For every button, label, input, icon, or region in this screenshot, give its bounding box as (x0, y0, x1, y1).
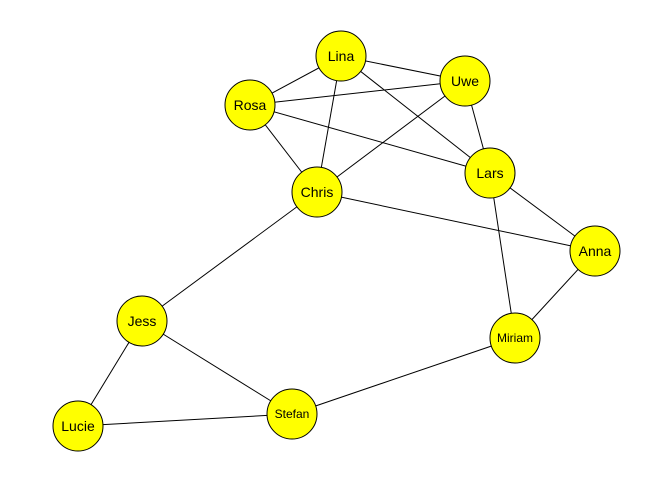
edge-lars-miriam (489, 172, 516, 339)
node-circle (266, 388, 318, 440)
edge-chris-anna (316, 191, 596, 252)
edges (77, 55, 596, 427)
node-rosa: Rosa (224, 79, 276, 131)
node-circle (116, 295, 168, 347)
node-jess: Jess (116, 295, 168, 347)
node-anna: Anna (569, 225, 621, 277)
edge-lucie-stefan (77, 413, 293, 427)
node-circle (569, 225, 621, 277)
edge-rosa-lars (249, 104, 491, 174)
node-circle (52, 400, 104, 452)
node-circle (464, 147, 516, 199)
node-label: Jess (128, 313, 157, 329)
node-label: Chris (301, 184, 334, 200)
node-label: Uwe (451, 73, 479, 89)
edge-stefan-miriam (291, 337, 516, 415)
node-label: Lucie (61, 418, 95, 434)
node-lars: Lars (464, 147, 516, 199)
node-label: Lina (328, 48, 355, 64)
node-circle (291, 166, 343, 218)
edge-jess-stefan (141, 320, 293, 415)
node-miriam: Miriam (489, 312, 541, 364)
node-circle (315, 30, 367, 82)
node-circle (224, 79, 276, 131)
node-label: Stefan (275, 407, 310, 421)
node-lucie: Lucie (52, 400, 104, 452)
node-label: Anna (579, 243, 612, 259)
node-label: Rosa (234, 97, 267, 113)
node-circle (439, 55, 491, 107)
node-chris: Chris (291, 166, 343, 218)
edge-rosa-uwe (249, 80, 466, 106)
node-uwe: Uwe (439, 55, 491, 107)
edge-uwe-chris (316, 80, 466, 193)
node-label: Miriam (497, 331, 533, 345)
node-label: Lars (476, 165, 503, 181)
edge-chris-jess (141, 191, 318, 322)
node-lina: Lina (315, 30, 367, 82)
edge-lina-lars (340, 55, 491, 174)
node-stefan: Stefan (266, 388, 318, 440)
node-circle (489, 312, 541, 364)
